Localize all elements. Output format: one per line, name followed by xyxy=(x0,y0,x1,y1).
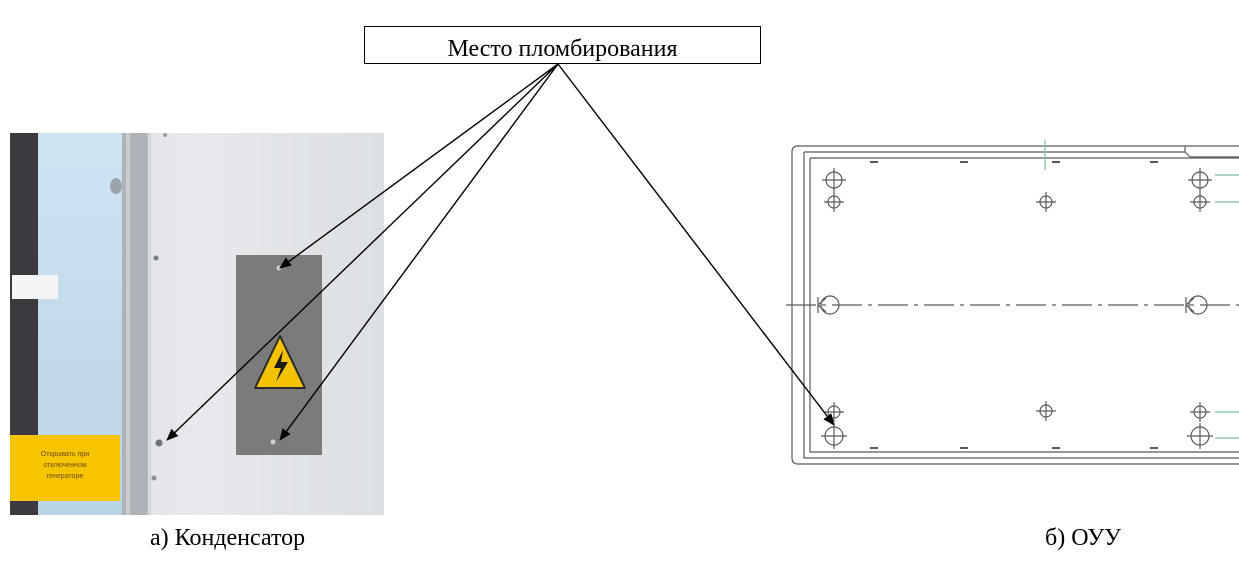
mounting-hole-bottom-right xyxy=(1187,402,1213,449)
mounting-hole-top-middle xyxy=(1036,192,1056,212)
arrow-to-sign-bottom xyxy=(279,63,559,441)
caption-control-unit: б) ОУУ xyxy=(1045,525,1122,551)
mounting-hole-middle-left xyxy=(817,295,840,315)
seal-screw-bottom xyxy=(270,439,276,445)
sticker-line-3: генераторе xyxy=(47,473,84,480)
mounting-hole-top-right xyxy=(1188,168,1212,212)
seal-screw-left xyxy=(155,439,163,447)
window-spot xyxy=(110,178,122,194)
mounting-hole-middle-right xyxy=(1185,295,1208,315)
cabinet-frame-strip xyxy=(122,133,148,515)
hinge-screw-top xyxy=(153,255,159,261)
hinge-screw-bottom xyxy=(151,475,157,481)
window-reflection xyxy=(12,275,58,299)
control-unit-drawing xyxy=(786,140,1239,465)
sealing-location-label: Место пломбирования xyxy=(364,26,761,64)
arrow-to-drawing-hole xyxy=(557,63,835,426)
callout-arrows xyxy=(166,63,835,441)
caption-capacitor: а) Конденсатор xyxy=(150,525,306,551)
arrow-to-door-screw xyxy=(166,63,559,441)
mounting-hole-top-left xyxy=(822,168,846,212)
arrow-to-sign-top xyxy=(279,63,559,269)
mounting-hole-bottom-middle xyxy=(1036,401,1056,421)
warning-sticker xyxy=(10,435,120,501)
enclosure-outline xyxy=(791,145,1239,465)
sticker-line-2: отключенном xyxy=(43,462,86,469)
high-voltage-warning-icon xyxy=(254,335,306,389)
mounting-hole-bottom-left xyxy=(821,402,847,449)
capacitor-photo: Открывать при отключенном генераторе xyxy=(10,133,384,515)
sticker-line-1: Открывать при xyxy=(41,451,89,458)
